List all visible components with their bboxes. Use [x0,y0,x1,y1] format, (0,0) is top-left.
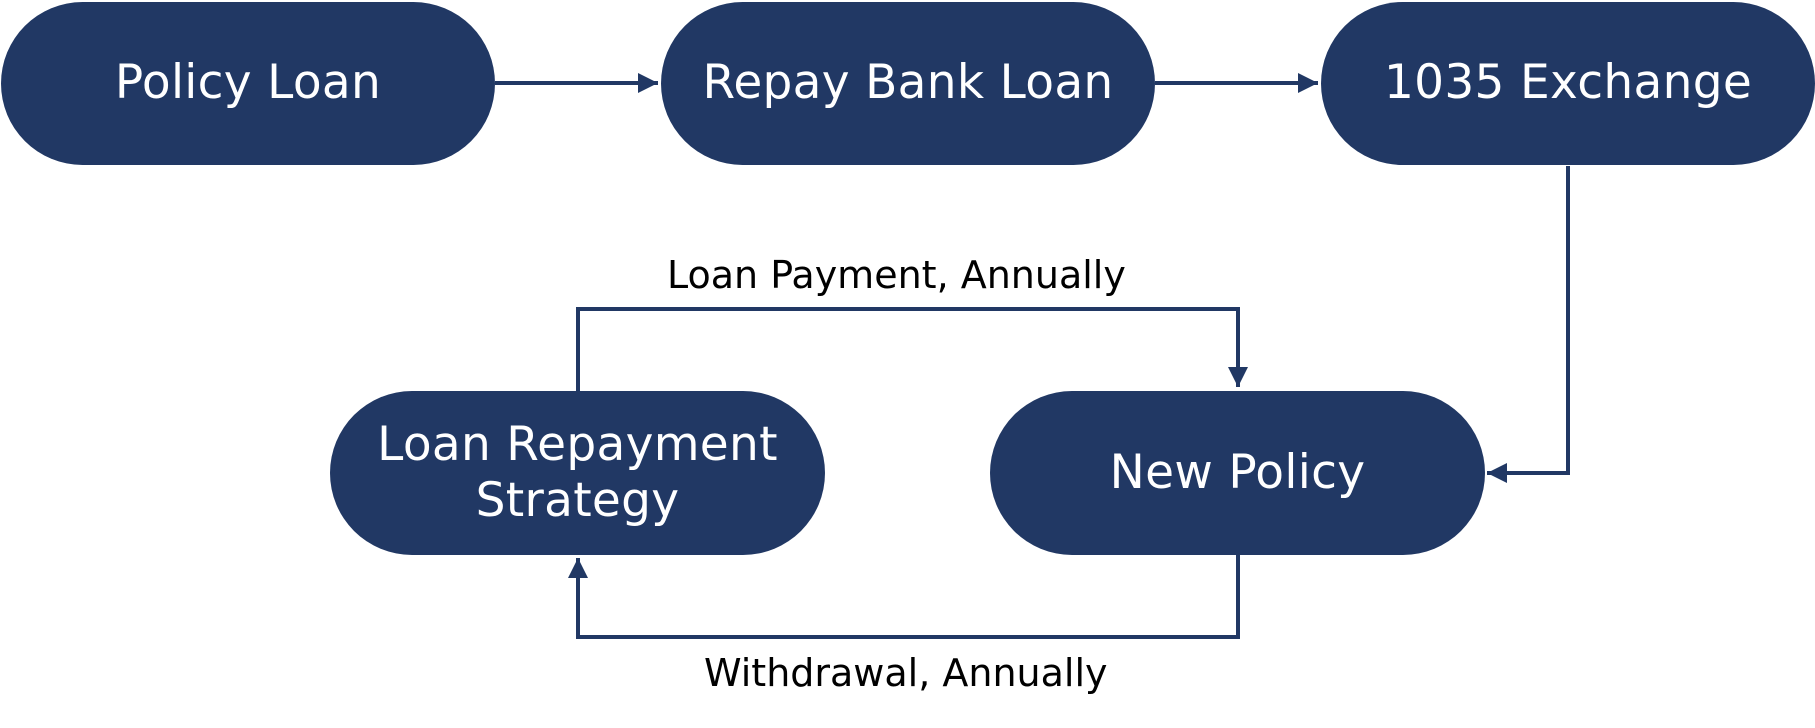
node-1035-exchange-label: 1035 Exchange [1383,55,1753,111]
node-policy-loan: Policy Loan [1,2,495,165]
node-repay-bank-loan: Repay Bank Loan [661,2,1155,165]
node-loan-repayment-strategy-line1: Loan Repayment [377,416,778,472]
node-loan-repayment-strategy: Loan Repayment Strategy [330,391,825,555]
edge-1035-exchange-to-new-policy [1487,166,1570,483]
node-1035-exchange: 1035 Exchange [1321,2,1815,165]
node-new-policy-label: New Policy [1109,444,1366,500]
node-repay-bank-loan-label: Repay Bank Loan [702,55,1114,111]
edge-loan-payment [576,307,1248,391]
edge-label-withdrawal: Withdrawal, Annually [704,651,1108,695]
edge-withdrawal [568,555,1240,639]
node-loan-repayment-strategy-line2: Strategy [475,473,680,528]
node-new-policy: New Policy [990,391,1485,555]
edge-label-loan-payment: Loan Payment, Annually [667,253,1126,297]
node-policy-loan-label: Policy Loan [114,55,382,111]
